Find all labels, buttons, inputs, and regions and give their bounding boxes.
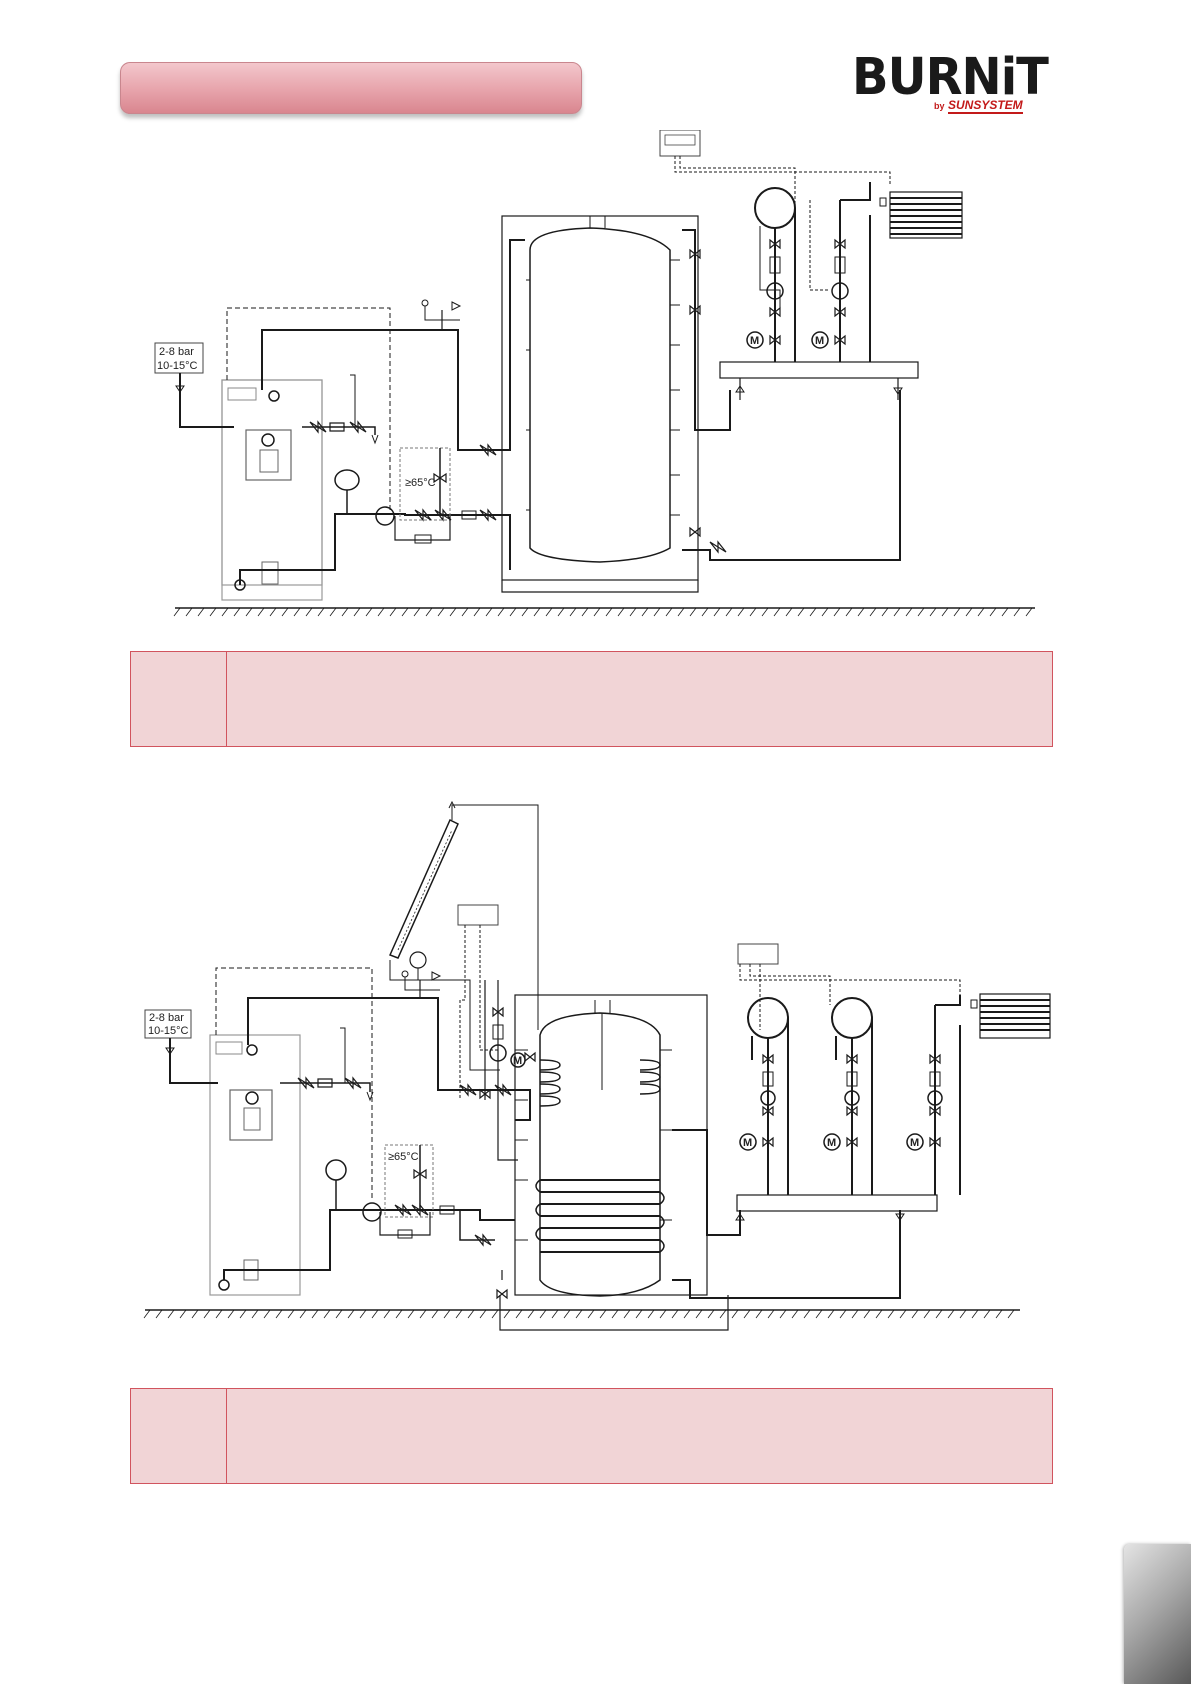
valve-temp-label: ≥65°C [388,1151,419,1163]
logo-by-text: by [934,101,945,111]
logo-subbrand: SUNSYSTEM [948,98,1023,114]
brand-logo: BURNiT by SUNSYSTEM [852,51,1049,114]
diagram1-svg: 2-8 bar 10-15°C ≥65°C M M [154,130,1035,617]
pressure-label: 2-8 bar [159,346,194,358]
thermostatic-valve-box [399,447,451,521]
circuit1-consumer [747,997,789,1039]
tank-enclosure [514,994,708,1296]
mixer-symbol: M [827,1137,836,1149]
circulation-pump [362,1202,382,1222]
solar-expansion-vessel [409,951,427,969]
note-divider [226,1389,227,1483]
solar-tank [539,1012,661,1297]
circulation-pump [375,506,395,526]
pressure-label: 2-8 bar [149,1012,184,1024]
section-title-banner [120,62,582,114]
boiler-body [221,379,323,601]
buffer-tank [529,227,671,563]
tank-enclosure [501,215,699,581]
valve-temp-label: ≥65°C [405,477,436,489]
mixer-symbol: M [910,1137,919,1149]
note-divider [226,652,227,746]
note-box-1 [130,651,1053,747]
hydraulic-diagram-solar-tank: 2-8 bar 10-15°C ≥65°C M M M M [140,800,1060,1340]
controller-2 [737,943,779,965]
controller-1 [659,130,701,157]
temp-label: 10-15°C [157,360,198,372]
controller-solar [457,904,499,926]
mixer-symbol: M [743,1137,752,1149]
expansion-vessel [334,469,360,491]
diagram2-svg: 2-8 bar 10-15°C ≥65°C M M M M [143,800,1051,1331]
page-corner-tab [1124,1544,1191,1684]
note-box-2 [130,1388,1053,1484]
solar-collector [388,818,459,959]
radiator [979,993,1051,1039]
temp-label: 10-15°C [148,1025,189,1037]
mixer-symbol: M [815,335,824,347]
hydraulic-diagram-buffer-tank: 2-8 bar 10-15°C ≥65°C M M [150,130,1050,640]
distribution-manifold [736,1194,938,1212]
distribution-manifold [719,361,919,379]
mixer-symbol: M [750,335,759,347]
circuit2-consumer [831,997,873,1039]
boiler-body [209,1034,301,1296]
circuit1-consumer [754,187,796,229]
mixer-symbol: M [513,1055,522,1067]
expansion-vessel [325,1159,347,1181]
ground-hatch [173,607,1033,617]
logo-wordmark: BURNiT [852,47,1049,107]
